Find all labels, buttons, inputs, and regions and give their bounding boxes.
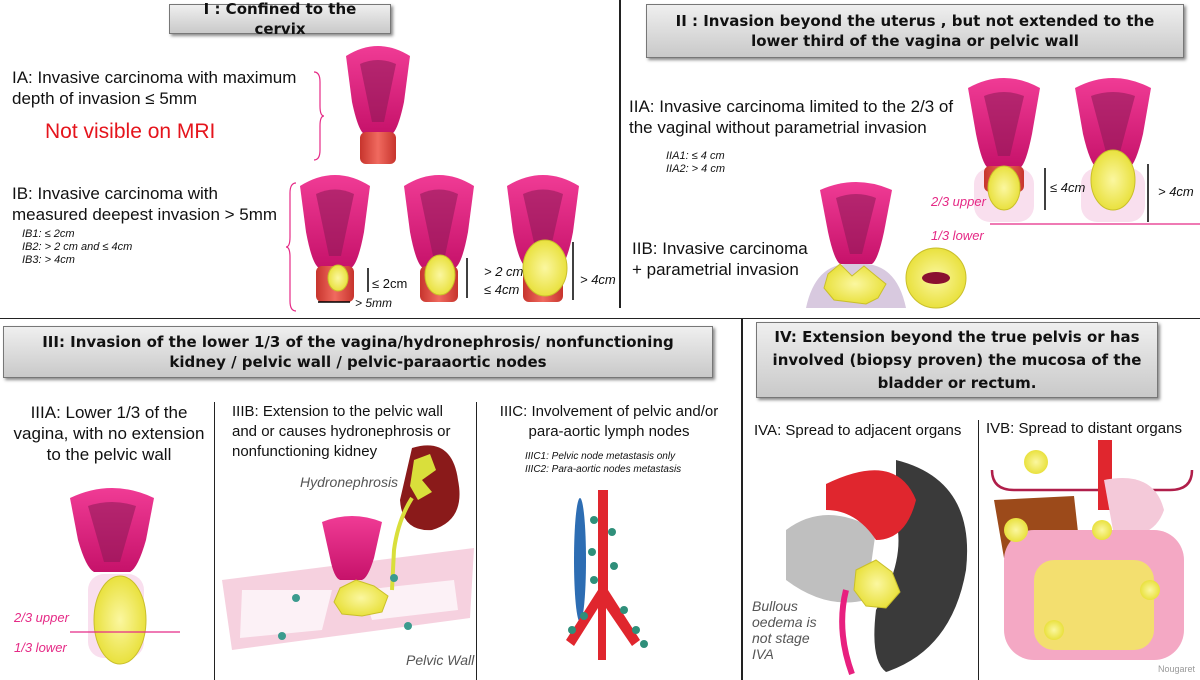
stage-iiib-line2: and or causes hydronephrosis or xyxy=(232,423,451,440)
stage-iii-title-line2: kidney / pelvic wall / pelvic-paraaortic… xyxy=(169,353,547,371)
uterus-iib-icon xyxy=(806,182,906,308)
bullous-line3: not stage xyxy=(752,630,810,646)
stage-ia-line1: IA: Invasive carcinoma with maximum xyxy=(12,68,297,87)
uterus-ib1-icon xyxy=(300,175,370,302)
divider-vertical-top xyxy=(619,0,621,308)
bullous-line1: Bullous xyxy=(752,598,798,614)
stage-ii-measure-lines xyxy=(990,164,1200,225)
stage-iv-title-line3: bladder or rectum. xyxy=(877,373,1037,392)
stage-iiic-line1: IIIC: Involvement of pelvic and/or xyxy=(499,403,719,420)
tumor-axial-icon xyxy=(905,247,967,309)
m-le-4cm: ≤ 4cm xyxy=(484,282,520,297)
stage-ib-line1: IB: Invasive carcinoma with xyxy=(12,184,218,203)
uterus-ia-icon xyxy=(346,46,410,164)
abdomen-illustration xyxy=(990,440,1194,660)
stage-iia-line1: IIA: Invasive carcinoma limited to the 2… xyxy=(629,97,954,116)
stage-iib-line1: IIB: Invasive carcinoma xyxy=(632,239,808,258)
stage-iiia-line1: IIIA: Lower 1/3 of the xyxy=(30,403,188,422)
ib3-label: IB3: > 4cm xyxy=(22,254,75,266)
stage-iii-title: III: Invasion of the lower 1/3 of the va… xyxy=(3,326,713,378)
stage-iv-title-line1: IV: Extension beyond the true pelvis or … xyxy=(774,327,1140,346)
stage-iiia-line3: to the pelvic wall xyxy=(46,445,172,464)
uterus-ib2-icon xyxy=(404,175,474,302)
iiia-level-line xyxy=(70,631,180,633)
stage-iiia-line2: vagina, with no extension xyxy=(13,424,205,443)
stage-ii-title-line1: II : Invasion beyond the uterus , but no… xyxy=(675,12,1155,30)
stage-iia-substages: IIA1: ≤ 4 cm IIA2: > 4 cm xyxy=(666,150,725,176)
iia-m-gt4: > 4cm xyxy=(1158,184,1194,199)
pelvis-sagittal-illustration xyxy=(786,460,968,676)
iiia-upper-label: 2/3 upper xyxy=(14,610,69,625)
iia-m-le4: ≤ 4cm xyxy=(1050,180,1086,195)
vessels-nodes-illustration xyxy=(566,490,648,660)
uterus-iia2-icon xyxy=(1075,78,1151,222)
stage-i-title: I : Confined to the cervix xyxy=(169,0,391,38)
stage-iiic-substages: IIIC1: Pelvic node metastasis only IIIC2… xyxy=(525,450,681,476)
iiic2-label: IIIC2: Para-aortic nodes metastasis xyxy=(525,464,682,475)
stage-iiib-line1: IIIB: Extension to the pelvic wall xyxy=(232,403,443,420)
bullous-line2: oedema is xyxy=(752,614,817,630)
divider-iva-ivb xyxy=(978,420,979,680)
hydronephrosis-label: Hydronephrosis xyxy=(300,474,399,490)
iia1-label: IIA1: ≤ 4 cm xyxy=(666,150,725,162)
uterus-ib3-icon xyxy=(507,175,579,302)
stage-iia-text: IIA: Invasive carcinoma limited to the 2… xyxy=(629,96,969,138)
pelvic-wall-label: Pelvic Wall xyxy=(406,652,475,668)
stage-iv-title-line2: involved (biopsy proven) the mucosa of t… xyxy=(772,350,1142,369)
stage-ib-bracket xyxy=(285,182,297,312)
not-visible-label: Not visible on MRI xyxy=(45,120,216,143)
stage-ii-title-line2: lower third of the vagina or pelvic wall xyxy=(751,32,1079,50)
stage-ia-line2: depth of invasion ≤ 5mm xyxy=(12,89,198,108)
m-gt-5mm: > 5mm xyxy=(355,296,393,310)
stage-ia-text: IA: Invasive carcinoma with maximum dept… xyxy=(12,67,312,109)
measure-arrows-ib xyxy=(318,242,574,303)
divider-vertical-bottom xyxy=(741,318,743,680)
stage-ib-substages: IB1: ≤ 2cm IB2: > 2 cm and ≤ 4cm IB3: > … xyxy=(22,228,132,267)
bullous-line4: IVA xyxy=(752,646,774,662)
iiic1-label: IIIC1: Pelvic node metastasis only xyxy=(525,451,676,462)
stage-iiib-line3: nonfunctioning kidney xyxy=(232,443,378,460)
stage-i-title-text: I : Confined to the cervix xyxy=(203,0,357,38)
stage-iib-text: IIB: Invasive carcinoma + parametrial in… xyxy=(632,238,822,280)
divider-horizontal xyxy=(0,318,1200,319)
m-gt-4cm: > 4cm xyxy=(580,272,616,287)
iia-lower-label: 1/3 lower xyxy=(931,228,984,243)
stage-ib-text: IB: Invasive carcinoma with measured dee… xyxy=(12,183,302,225)
stage-ia-bracket xyxy=(313,71,325,161)
iia-upper-label: 2/3 upper xyxy=(931,194,986,209)
stage-ivb-text: IVB: Spread to distant organs xyxy=(986,420,1182,437)
uterus-iiia-icon xyxy=(70,488,154,665)
m-le-2cm: ≤ 2cm xyxy=(372,276,408,291)
bullous-note: Bullous oedema is not stage IVA xyxy=(752,598,817,662)
stage-iiib-text: IIIB: Extension to the pelvic wall and o… xyxy=(232,402,472,462)
ib2-label: IB2: > 2 cm and ≤ 4cm xyxy=(22,241,133,253)
uterus-iia1-icon xyxy=(968,78,1040,222)
divider-iiia-iiib xyxy=(214,402,215,680)
stage-iiic-text: IIIC: Involvement of pelvic and/or para-… xyxy=(480,402,738,442)
iiia-lower-label: 1/3 lower xyxy=(14,640,67,655)
stage-iiic-line2: para-aortic lymph nodes xyxy=(528,423,690,440)
stage-iv-title: IV: Extension beyond the true pelvis or … xyxy=(756,322,1158,398)
pelvis-iiib-illustration xyxy=(222,445,474,650)
m-gt-2cm: > 2 cm xyxy=(484,264,524,279)
stage-ib-line2: measured deepest invasion > 5mm xyxy=(12,205,278,224)
credit-label: Nougaret xyxy=(1158,664,1196,674)
stage-iii-title-line1: III: Invasion of the lower 1/3 of the va… xyxy=(42,333,674,351)
iia2-label: IIA2: > 4 cm xyxy=(666,163,725,175)
divider-iiib-iiic xyxy=(476,402,477,680)
stage-iib-line2: + parametrial invasion xyxy=(632,260,799,279)
stage-iva-text: IVA: Spread to adjacent organs xyxy=(754,422,962,439)
stage-ii-title: II : Invasion beyond the uterus , but no… xyxy=(646,4,1184,58)
stage-iiia-text: IIIA: Lower 1/3 of the vagina, with no e… xyxy=(6,402,212,465)
stage-iia-line2: the vaginal without parametrial invasion xyxy=(629,118,927,137)
ib1-label: IB1: ≤ 2cm xyxy=(22,228,75,240)
